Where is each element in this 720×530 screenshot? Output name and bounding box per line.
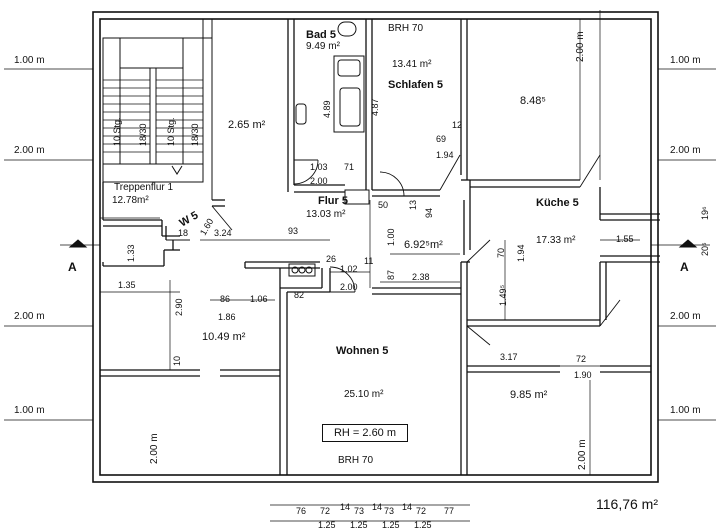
outer-walls [92,11,659,483]
inner-walls [100,19,660,475]
dimension-label: 1.55 [616,234,634,244]
area-label: 8.48⁵ [520,95,546,107]
dimension-label: 1.94 [516,244,526,262]
staircase [102,19,213,200]
chimney [344,189,370,205]
room-height-label: RH = 2.60 m [322,424,408,442]
dimension-label: 1.33 [126,244,136,262]
dimension-label: 1.03 [310,162,328,172]
dimension-label: 18 [178,228,189,238]
level-right-4: 1.00 m [670,405,701,416]
section-label-right: A [680,260,689,274]
bottom-dim: 73 [354,506,365,516]
dimension-label: 10 [172,355,182,366]
level-left-1: 1.00 m [14,55,45,66]
bottom-dim: 72 [320,506,331,516]
dimension-label: 11 [364,256,374,266]
bottom-dim: 77 [444,506,455,516]
area-label: 6.92⁵m² [404,239,443,251]
section-marks[interactable] [68,239,698,248]
level-right-1: 1.00 m [670,55,701,66]
room-area-flur: 13.03 m² [306,209,346,220]
dimension-label: 3.24 [214,228,232,238]
room-area-schlafen: 13.41 m² [392,59,432,70]
bottom-dim: 1.25 [350,520,368,530]
dimension-label: 87 [386,269,396,280]
section-label-left: A [68,260,77,274]
dimension-label: 13 [408,199,418,210]
level-left-2: 2.00 m [14,145,45,156]
room-area-wohnen: 25.10 m² [344,389,384,400]
area-label: 10.49 m² [202,331,246,343]
dimension-label: 93 [288,226,299,236]
dimension-label: 4.87 [370,98,380,116]
dimension-label: 4.89 [322,100,332,118]
brh-wohnen: BRH 70 [338,455,374,466]
level-vertical-3: 2.00 m [577,439,588,470]
door-swings [166,154,621,346]
stair-label: 18/30 [190,123,200,146]
bottom-dim: 1.25 [318,520,336,530]
bottom-dim: 1.25 [382,520,400,530]
dimension-label: 1.06 [250,294,268,304]
bottom-dim: 72 [416,506,427,516]
bottom-dim: 1.25 [414,520,432,530]
dimension-label: 1.00 [386,228,396,246]
dimension-label: 1.90 [574,370,592,380]
dimension-label: 94 [424,207,434,218]
dimension-label: 19⁶ [700,206,710,220]
bottom-dim: 14 [372,502,383,512]
dimension-label: 69 [436,134,447,144]
room-name-kueche: Küche 5 [536,197,579,209]
dimension-label: 2.90 [174,298,184,316]
dimension-label: 86 [220,294,231,304]
room-name-bad: Bad 5 [306,29,336,41]
stair-label: 10 Stg. [112,117,122,146]
dimension-label: 1.35 [118,280,136,290]
room-area-kueche: 17.33 m² [536,235,576,246]
dimension-label: 12 [452,120,463,130]
dimension-label: 3.17 [500,352,518,362]
dimension-label: 1.02 [340,264,358,274]
level-left-4: 1.00 m [14,405,45,416]
dimension-label: 82 [294,290,305,300]
area-label: 2.65 m² [228,119,266,131]
stair-label: 10 Stg. [166,117,176,146]
level-right-2: 2.00 m [670,145,701,156]
room-area-treppenflur: 12.78m² [112,195,149,206]
room-area-bad: 9.49 m² [306,41,340,52]
dimension-label: 1.94 [436,150,454,160]
dimension-label: 20⁵ [700,242,710,256]
stair-label: 18/30 [138,123,148,146]
room-name-flur: Flur 5 [318,195,348,207]
dimension-label: 1.49⁵ [498,284,508,306]
dimension-label: 70 [496,247,506,258]
dimension-lines [4,10,716,522]
level-left-3: 2.00 m [14,311,45,322]
bottom-dim: 14 [402,502,413,512]
stove [288,263,316,277]
dimension-label: 2.00 [340,282,358,292]
dimension-label: 1.86 [218,312,236,322]
bottom-dim: 76 [296,506,307,516]
bathroom-fixtures [295,21,365,133]
dimension-label: 50 [378,200,389,210]
dimension-label: 2.38 [412,272,430,282]
brh-schlafen: BRH 70 [388,23,424,34]
dimension-label: 71 [344,162,355,172]
dimension-label: 72 [576,354,587,364]
level-vertical-2: 2.00 m [149,433,160,464]
area-label: 9.85 m² [510,389,548,401]
room-name-treppenflur: Treppenflur 1 [114,182,174,193]
room-name-schlafen: Schlafen 5 [388,79,444,91]
dimension-label: 26 [326,254,337,264]
level-vertical-1: 2.00 m [575,31,586,62]
dimension-label: 2.00 [310,176,328,186]
level-right-3: 2.00 m [670,311,701,322]
total-area: 116,76 m² [596,496,658,512]
bottom-dim: 14 [340,502,351,512]
bottom-dim: 73 [384,506,395,516]
room-name-wohnen: Wohnen 5 [336,345,389,357]
